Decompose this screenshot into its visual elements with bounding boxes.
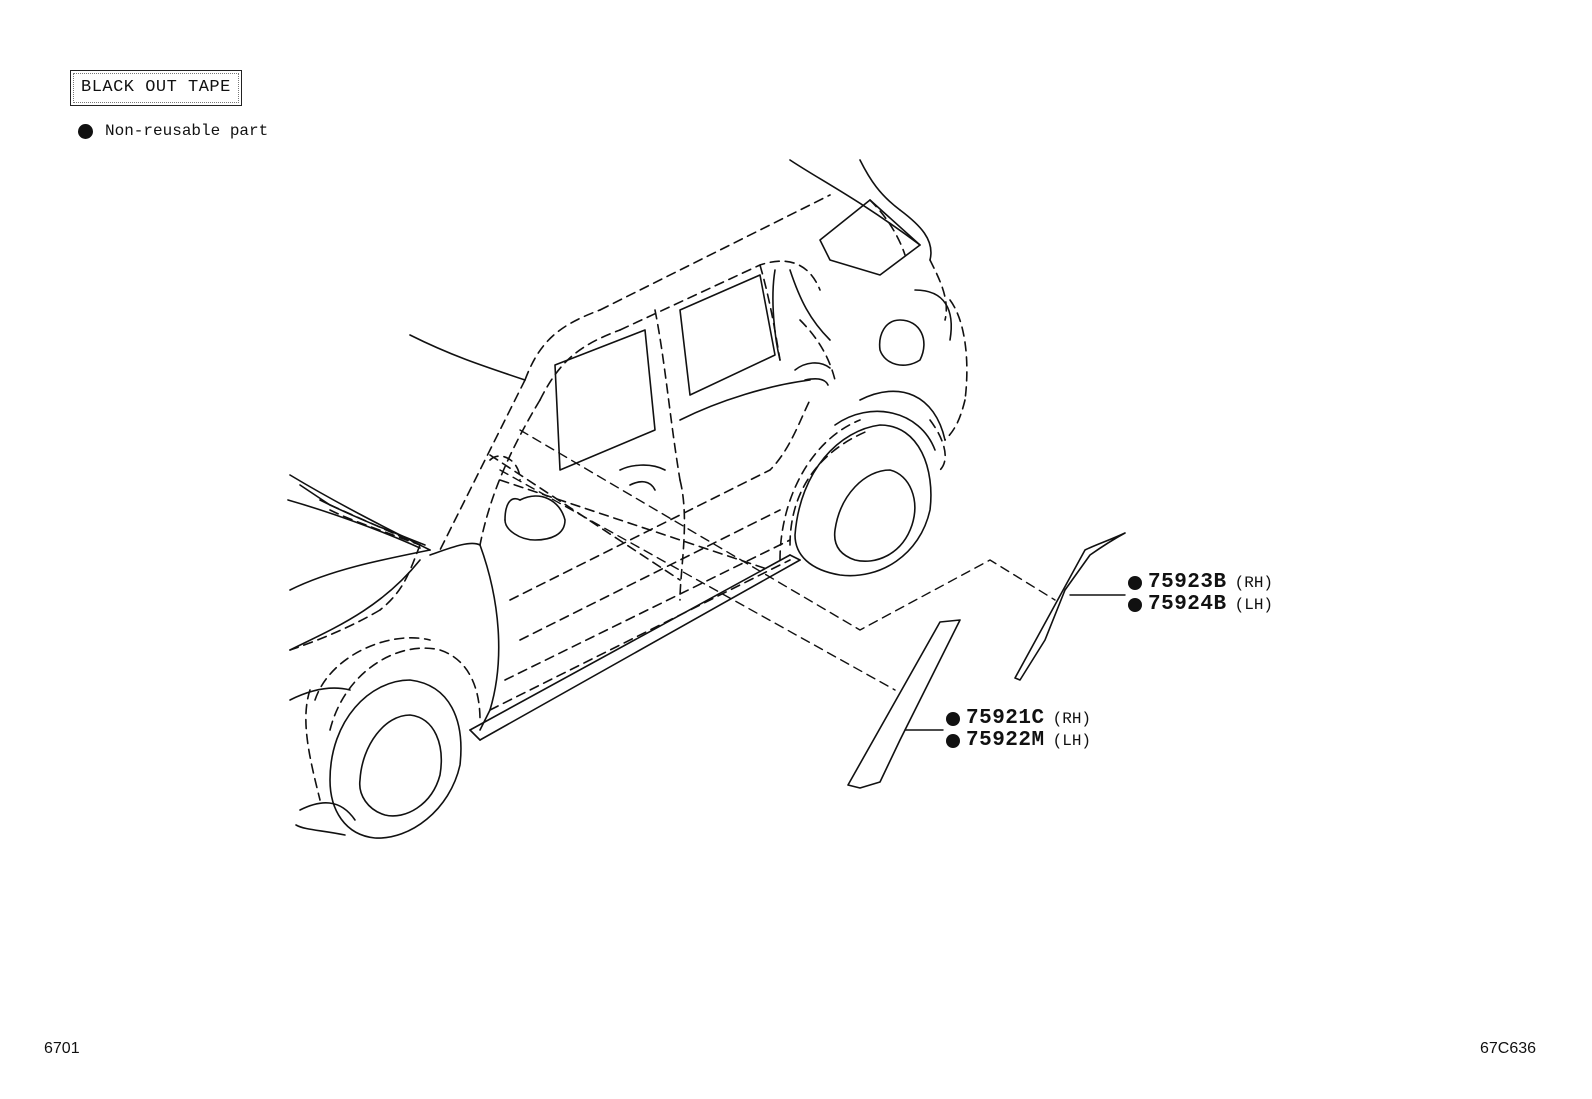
tape-part-lower xyxy=(847,619,961,789)
body-outline-dashed xyxy=(289,194,968,801)
diagram-title: BLACK OUT TAPE xyxy=(70,70,242,106)
body-outline xyxy=(287,159,952,839)
tape-part-upper xyxy=(1014,532,1126,681)
part-side: (LH) xyxy=(1234,595,1274,614)
part-side: (RH) xyxy=(1052,709,1092,728)
footer-left-code: 6701 xyxy=(44,1040,80,1057)
part-side: (LH) xyxy=(1052,731,1092,750)
part-number: 75922M xyxy=(966,729,1045,752)
non-reusable-icon xyxy=(1128,597,1142,612)
non-reusable-icon xyxy=(946,733,960,748)
leader-lines xyxy=(499,429,1056,691)
legend-text: Non-reusable part xyxy=(105,122,269,140)
part-label-75924b: 75924B (LH) xyxy=(1128,593,1273,616)
leader-lines-solid xyxy=(904,594,1126,731)
footer-right-code: 67C636 xyxy=(1480,1040,1537,1057)
part-side: (RH) xyxy=(1234,573,1274,592)
non-reusable-icon xyxy=(1128,575,1142,590)
part-number: 75923B xyxy=(1148,571,1227,594)
part-number: 75924B xyxy=(1148,593,1227,616)
part-label-75921c: 75921C (RH) xyxy=(946,707,1091,730)
legend: Non-reusable part xyxy=(78,122,268,140)
part-number: 75921C xyxy=(966,707,1045,730)
part-label-75922m: 75922M (LH) xyxy=(946,729,1091,752)
non-reusable-icon xyxy=(78,123,93,139)
part-label-75923b: 75923B (RH) xyxy=(1128,571,1273,594)
non-reusable-icon xyxy=(946,711,960,726)
